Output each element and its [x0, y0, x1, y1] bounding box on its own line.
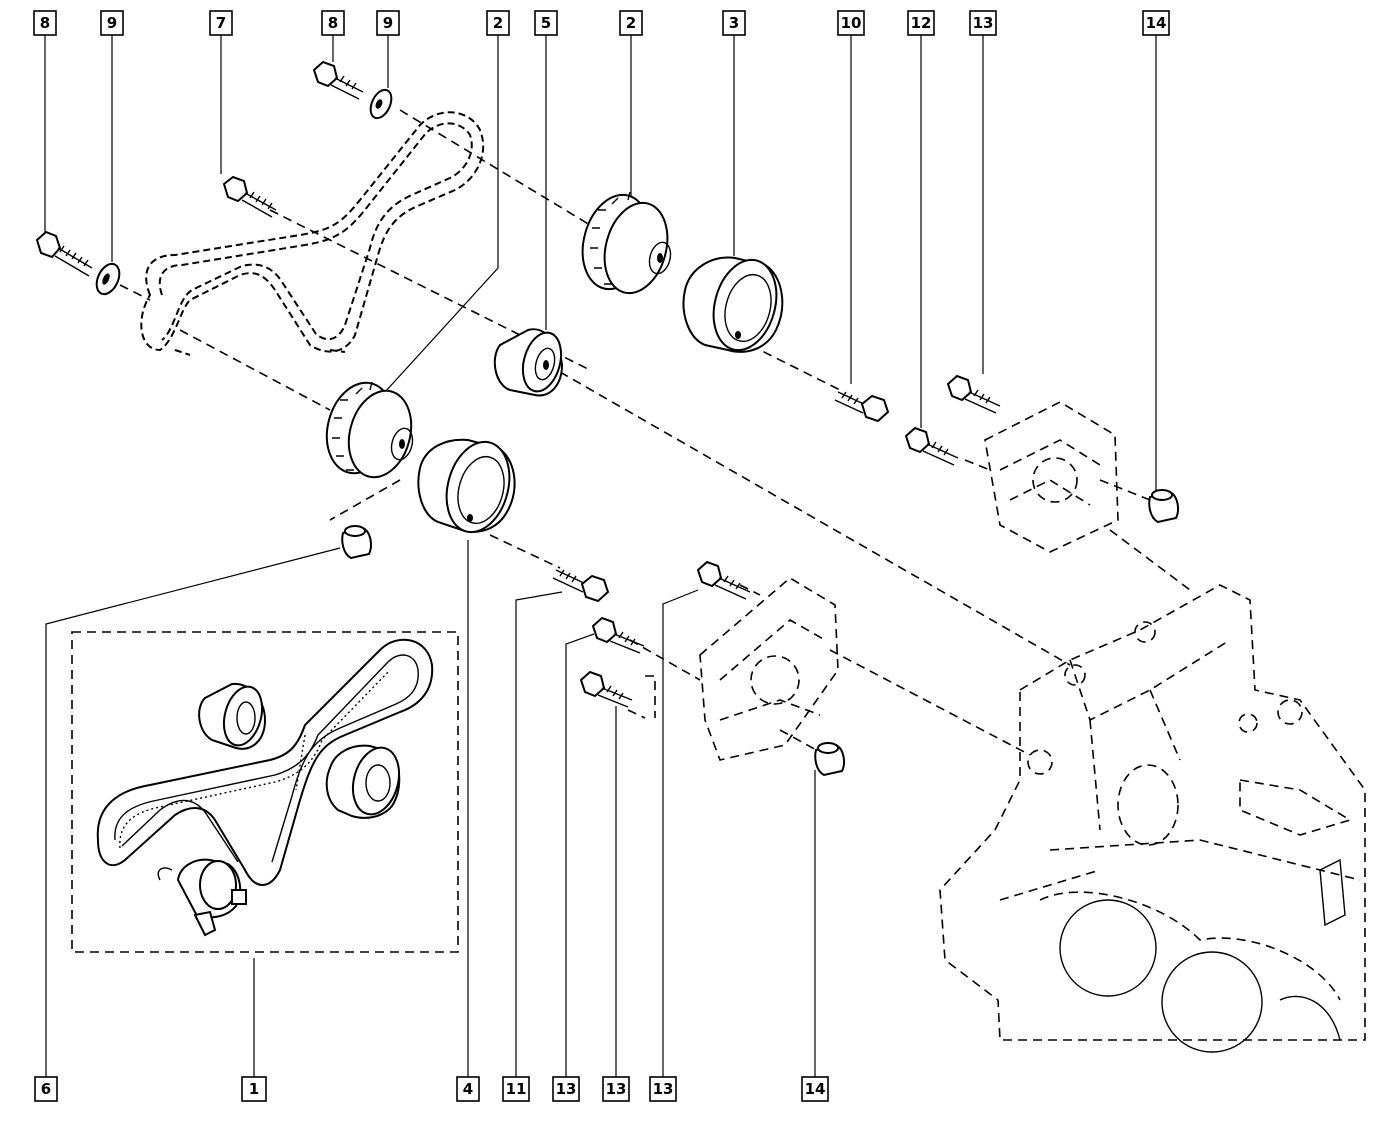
engine-block — [939, 584, 1366, 1053]
pulley-4 — [417, 438, 516, 534]
callout-10[interactable]: 10 — [837, 10, 865, 384]
svg-text:8: 8 — [328, 14, 338, 32]
callout-2-right[interactable]: 2 — [619, 10, 643, 196]
callout-13-bottom-a[interactable]: 13 — [552, 633, 595, 1102]
sprocket-2-lower — [325, 381, 414, 479]
callout-4[interactable]: 4 — [456, 540, 480, 1102]
callout-11[interactable]: 11 — [502, 591, 563, 1102]
roller-5 — [493, 328, 564, 397]
dowel-14-top — [1148, 489, 1179, 524]
bolt-13-bottom-a — [591, 616, 645, 654]
kit-tensioner — [157, 858, 247, 937]
svg-text:14: 14 — [1146, 14, 1167, 32]
callout-9-top[interactable]: 9 — [376, 10, 400, 88]
sprocket-2-upper — [581, 191, 672, 295]
svg-text:9: 9 — [383, 14, 393, 32]
callout-7[interactable]: 7 — [209, 10, 233, 174]
svg-text:8: 8 — [40, 14, 50, 32]
bolt-8-top — [312, 60, 364, 100]
callout-1[interactable]: 1 — [241, 958, 267, 1102]
bottom-callouts: 6 1 4 11 13 13 13 — [34, 540, 829, 1102]
dowel-14-bottom — [814, 742, 845, 777]
svg-text:9: 9 — [107, 14, 117, 32]
svg-text:14: 14 — [805, 1080, 826, 1098]
callout-9-top-left[interactable]: 9 — [100, 10, 124, 262]
bolt-8-left — [35, 230, 93, 277]
dowel-6 — [341, 525, 372, 560]
bolt-13-bottom-c — [696, 560, 751, 600]
svg-text:13: 13 — [973, 14, 994, 32]
svg-text:7: 7 — [216, 14, 226, 32]
washer-9-left — [95, 262, 121, 296]
pump-bracket-lower — [699, 577, 839, 761]
svg-text:13: 13 — [653, 1080, 674, 1098]
bolt-13-top — [946, 374, 1001, 414]
svg-text:6: 6 — [41, 1080, 51, 1098]
svg-text:11: 11 — [506, 1080, 527, 1098]
callout-3[interactable]: 3 — [722, 10, 746, 256]
callout-6[interactable]: 6 — [34, 547, 341, 1102]
bolt-13-bottom-b — [579, 670, 633, 708]
timing-belt-exploded — [140, 111, 485, 356]
svg-text:13: 13 — [556, 1080, 577, 1098]
svg-text:10: 10 — [841, 14, 862, 32]
bolt-7 — [222, 175, 277, 218]
top-callouts: 8 9 7 8 9 2 5 — [33, 10, 1170, 493]
svg-text:2: 2 — [493, 14, 503, 32]
svg-text:5: 5 — [541, 14, 551, 32]
callout-14-bottom[interactable]: 14 — [801, 770, 829, 1102]
callout-14-top[interactable]: 14 — [1142, 10, 1170, 493]
svg-text:12: 12 — [911, 14, 932, 32]
pump-bracket-upper — [984, 401, 1119, 553]
callout-13-bottom-c[interactable]: 13 — [649, 589, 699, 1102]
svg-text:1: 1 — [249, 1080, 259, 1098]
svg-text:13: 13 — [606, 1080, 627, 1098]
kit-roller — [198, 682, 267, 750]
kit-pulley — [325, 744, 401, 819]
callout-8-top[interactable]: 8 — [321, 10, 345, 62]
svg-text:2: 2 — [626, 14, 636, 32]
bolt-11 — [552, 569, 610, 603]
svg-text:4: 4 — [463, 1080, 473, 1098]
bolt-12 — [904, 426, 959, 466]
pulley-3 — [682, 256, 784, 353]
timing-kit-box — [71, 631, 459, 953]
washer-9-top — [369, 88, 393, 120]
bolt-10 — [834, 391, 890, 423]
callout-5[interactable]: 5 — [534, 10, 558, 330]
callout-8-top-left[interactable]: 8 — [33, 10, 57, 238]
kit-belt — [96, 638, 434, 886]
svg-text:3: 3 — [729, 14, 739, 32]
callout-12[interactable]: 12 — [907, 10, 935, 428]
callout-13-top[interactable]: 13 — [969, 10, 997, 374]
callout-13-bottom-b[interactable]: 13 — [602, 706, 630, 1102]
callout-2-left[interactable]: 2 — [384, 10, 510, 393]
